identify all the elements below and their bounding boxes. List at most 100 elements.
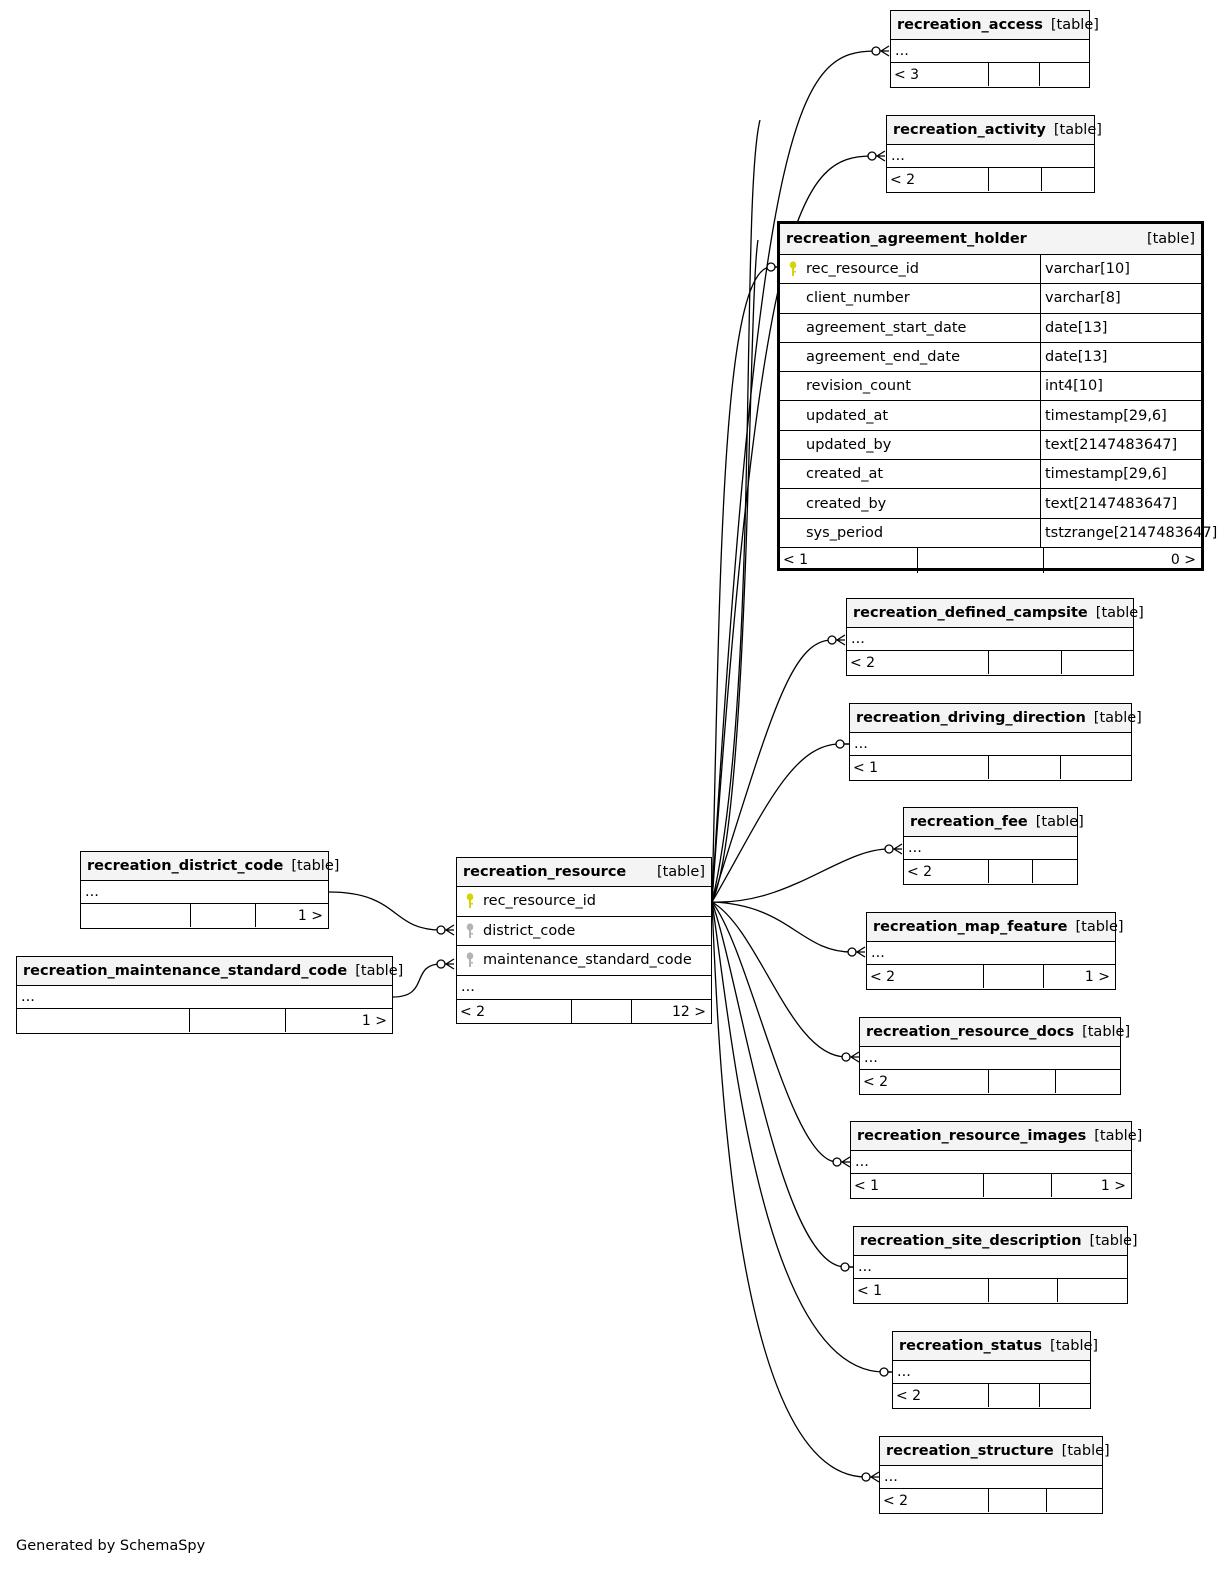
table-header: recreation_district_code [table] bbox=[81, 852, 339, 881]
column-row: updated_at timestamp[29,6] bbox=[780, 401, 1201, 431]
table-kind: [table] bbox=[1053, 122, 1102, 138]
table-recreation-fee[interactable]: recreation_fee [table] ... < 2 bbox=[903, 807, 1084, 885]
more-columns: ... bbox=[457, 976, 711, 1000]
table-footer: < 2 bbox=[887, 168, 1094, 191]
table-recreation-agreement-holder[interactable]: recreation_agreement_holder [table] rec_… bbox=[777, 221, 1217, 573]
many-marker bbox=[836, 634, 846, 646]
children-count bbox=[1039, 1384, 1090, 1407]
table-recreation-defined-campsite[interactable]: recreation_defined_campsite [table] ... … bbox=[846, 598, 1144, 676]
table-footer: < 1 0 > bbox=[780, 547, 1201, 573]
column-type: date[13] bbox=[1040, 313, 1201, 342]
table-footer: < 2 bbox=[880, 1489, 1102, 1512]
table-recreation-map-feature[interactable]: recreation_map_feature [table] ... < 2 1… bbox=[866, 912, 1124, 990]
optional-marker bbox=[867, 151, 877, 161]
table-header: recreation_resource_docs [table] bbox=[860, 1018, 1130, 1047]
footer-mid bbox=[189, 1009, 285, 1032]
children-count bbox=[1057, 1279, 1127, 1302]
relationship-line bbox=[711, 901, 853, 953]
table-name: recreation_status bbox=[899, 1338, 1043, 1354]
table-name: recreation_driving_direction bbox=[856, 710, 1086, 726]
ellipsis: ... bbox=[871, 945, 885, 961]
optional-marker bbox=[841, 1052, 851, 1062]
table-kind: [table] bbox=[291, 858, 340, 874]
many-marker bbox=[856, 946, 866, 958]
more-columns: ... bbox=[854, 1256, 1127, 1279]
table-footer: < 1 bbox=[850, 756, 1131, 779]
table-recreation-maintenance-standard-code[interactable]: recreation_maintenance_standard_code [ta… bbox=[16, 956, 403, 1034]
footer-mid bbox=[983, 965, 1043, 988]
optional-marker bbox=[879, 1367, 889, 1377]
table-name: recreation_resource bbox=[463, 864, 627, 880]
parents-count: < 1 bbox=[853, 759, 879, 776]
table-recreation-structure[interactable]: recreation_structure [table] ... < 2 bbox=[879, 1436, 1110, 1514]
table-kind: [table] bbox=[1082, 1024, 1131, 1040]
ellipsis: ... bbox=[851, 631, 865, 647]
table-header: recreation_resource_images [table] bbox=[851, 1122, 1142, 1151]
ellipsis: ... bbox=[21, 989, 35, 1005]
table-kind: [table] bbox=[1094, 1128, 1143, 1144]
ellipsis: ... bbox=[908, 840, 922, 856]
table-footer: < 2 bbox=[860, 1070, 1120, 1093]
table-recreation-activity[interactable]: recreation_activity [table] ... < 2 bbox=[886, 115, 1102, 193]
more-columns: ... bbox=[904, 837, 1077, 860]
parents-count: < 2 bbox=[460, 1003, 486, 1020]
table-recreation-access[interactable]: recreation_access [table] ... < 3 bbox=[890, 10, 1099, 88]
table-footer: < 2 12 > bbox=[457, 999, 711, 1024]
ellipsis: ... bbox=[864, 1050, 878, 1066]
foreign-key-icon bbox=[466, 923, 474, 938]
footer-mid bbox=[988, 168, 1041, 191]
column-name: updated_at bbox=[806, 407, 889, 424]
column-name: rec_resource_id bbox=[483, 893, 596, 910]
column-row: agreement_end_date date[13] bbox=[780, 342, 1201, 373]
more-columns: ... bbox=[891, 40, 1089, 63]
table-header: recreation_activity [table] bbox=[887, 116, 1102, 145]
many-marker bbox=[445, 924, 455, 936]
parents-count: < 3 bbox=[894, 66, 920, 83]
column-name: created_by bbox=[806, 495, 887, 512]
table-footer: 1 > bbox=[17, 1009, 392, 1032]
children-count bbox=[1061, 651, 1133, 674]
more-columns: ... bbox=[81, 881, 328, 904]
table-footer: < 2 bbox=[893, 1384, 1090, 1407]
table-recreation-driving-direction[interactable]: recreation_driving_direction [table] ...… bbox=[849, 703, 1142, 781]
parents-count: < 1 bbox=[857, 1282, 883, 1299]
column-type: varchar[10] bbox=[1040, 255, 1201, 284]
column-row: agreement_start_date date[13] bbox=[780, 313, 1201, 343]
table-recreation-resource-docs[interactable]: recreation_resource_docs [table] ... < 2 bbox=[859, 1017, 1130, 1095]
table-recreation-resource[interactable]: recreation_resource [table] rec_resource… bbox=[456, 857, 712, 1024]
table-recreation-district-code[interactable]: recreation_district_code [table] ... 1 > bbox=[80, 851, 339, 929]
more-columns: ... bbox=[17, 986, 392, 1009]
table-header: recreation_map_feature [table] bbox=[867, 913, 1124, 942]
table-recreation-status[interactable]: recreation_status [table] ... < 2 bbox=[892, 1331, 1098, 1409]
table-header: recreation_driving_direction [table] bbox=[850, 704, 1142, 733]
table-recreation-resource-images[interactable]: recreation_resource_images [table] ... <… bbox=[850, 1121, 1142, 1199]
table-header: recreation_fee [table] bbox=[904, 808, 1084, 837]
table-footer: < 2 bbox=[904, 860, 1077, 883]
column-name: maintenance_standard_code bbox=[483, 952, 692, 969]
table-header: recreation_maintenance_standard_code [ta… bbox=[17, 957, 403, 986]
table-name: recreation_activity bbox=[893, 122, 1046, 138]
children-count bbox=[1032, 860, 1077, 883]
column-type: int4[10] bbox=[1040, 372, 1201, 401]
relationship-line bbox=[711, 901, 838, 1163]
column-type: timestamp[29,6] bbox=[1040, 460, 1201, 489]
table-header: recreation_structure [table] bbox=[880, 1437, 1110, 1466]
parents-count: < 2 bbox=[870, 968, 896, 985]
ellipsis: ... bbox=[884, 1469, 898, 1485]
ellipsis: ... bbox=[897, 1364, 911, 1380]
table-recreation-site-description[interactable]: recreation_site_description [table] ... … bbox=[853, 1226, 1138, 1304]
table-header: recreation_access [table] bbox=[891, 11, 1099, 40]
table-kind: [table] bbox=[1061, 1443, 1110, 1459]
column-name: updated_by bbox=[806, 436, 892, 453]
footer-mid bbox=[988, 651, 1061, 674]
column-row: updated_by text[2147483647] bbox=[780, 430, 1201, 461]
primary-key-icon bbox=[789, 261, 797, 277]
footer-mid bbox=[988, 860, 1032, 883]
more-columns: ... bbox=[893, 1361, 1090, 1384]
ellipsis: ... bbox=[461, 979, 475, 995]
footer-mid bbox=[917, 547, 1043, 573]
column-name: client_number bbox=[806, 290, 910, 307]
relationship-line bbox=[711, 239, 759, 903]
more-columns: ... bbox=[867, 942, 1115, 965]
